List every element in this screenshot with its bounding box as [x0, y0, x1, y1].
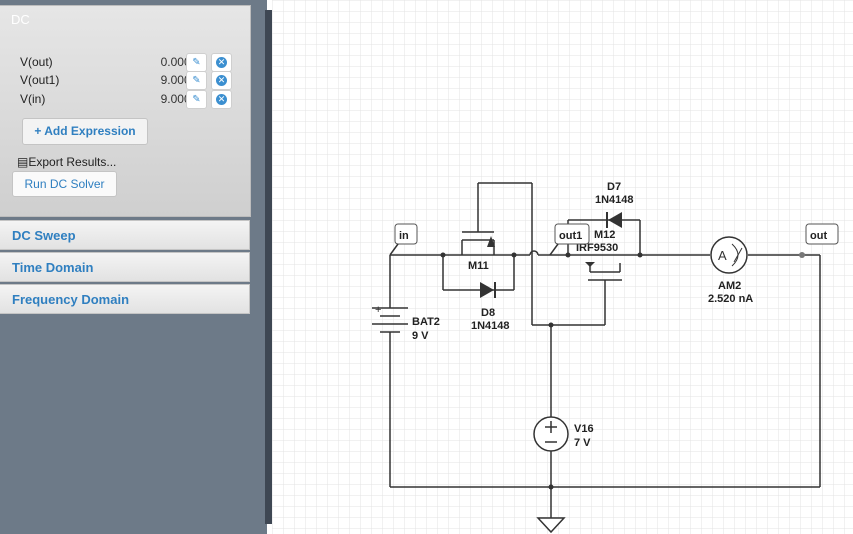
schematic-canvas[interactable]: M11 D8 1N4148 D7 1N4148 M12 IRF9530 A AM…	[272, 0, 853, 534]
expression-name: V(out1)	[20, 73, 60, 87]
expression-row: V(out1) 9.000 V ✎ ✕	[20, 71, 235, 90]
battery-bat2[interactable]: +	[372, 304, 408, 340]
edit-icon[interactable]: ✎	[186, 71, 207, 90]
section-dc-sweep[interactable]: DC Sweep	[0, 220, 250, 250]
panel-splitter[interactable]	[265, 10, 272, 524]
add-expression-label: Add Expression	[44, 124, 136, 138]
delete-icon[interactable]: ✕	[211, 90, 232, 109]
m12-arrow-icon	[585, 262, 595, 267]
plus-icon: +	[375, 304, 381, 316]
grid	[272, 0, 853, 534]
pin-out1-label: out1	[559, 230, 582, 242]
diode-d7[interactable]	[606, 212, 622, 228]
pin-out[interactable]: out	[799, 223, 839, 258]
add-expression-button[interactable]: + Add Expression	[22, 118, 148, 145]
edit-icon[interactable]: ✎	[186, 53, 207, 72]
ammeter-symbol: A	[718, 248, 727, 263]
wires	[389, 182, 821, 518]
ammeter-am2[interactable]: A	[710, 236, 748, 274]
bat2-name: BAT2	[412, 316, 440, 328]
voltage-source-v16[interactable]	[533, 416, 569, 452]
expression-name: V(out)	[20, 55, 53, 69]
v16-value: 7 V	[574, 437, 591, 449]
d8-part: 1N4148	[471, 320, 510, 332]
table-icon: ▤	[17, 155, 29, 169]
am2-name: AM2	[718, 280, 741, 292]
pin-in[interactable]: in	[389, 223, 418, 256]
plus-icon: +	[34, 124, 42, 138]
diode-d8[interactable]	[480, 282, 496, 298]
m12-part: IRF9530	[576, 242, 618, 254]
d7-name: D7	[607, 181, 621, 193]
export-results-link[interactable]: ▤Export Results...	[17, 155, 116, 169]
v16-name: V16	[574, 423, 594, 435]
am2-reading: 2.520 nA	[708, 293, 753, 305]
edit-icon[interactable]: ✎	[186, 90, 207, 109]
d7-part: 1N4148	[595, 194, 634, 206]
pin-out1[interactable]: out1	[549, 223, 590, 256]
expression-row: V(in) 9.000 V ✎ ✕	[20, 90, 235, 109]
bat2-value: 9 V	[412, 330, 429, 342]
m11-name: M11	[468, 260, 489, 272]
panel-title[interactable]: DC	[11, 12, 30, 27]
section-time-domain[interactable]: Time Domain	[0, 252, 250, 282]
dc-panel: DC V(out) 0.000 V ✎ ✕ V(out1) 9.000 V ✎ …	[0, 5, 251, 217]
delete-icon[interactable]: ✕	[211, 53, 232, 72]
ground-icon	[536, 517, 566, 534]
d8-name: D8	[481, 307, 495, 319]
pin-in-label: in	[399, 230, 409, 242]
section-frequency-domain[interactable]: Frequency Domain	[0, 284, 250, 314]
m12-name: M12	[594, 229, 615, 241]
delete-icon[interactable]: ✕	[211, 71, 232, 90]
junction-dots	[440, 252, 643, 490]
pin-out-label: out	[810, 230, 827, 242]
expression-row: V(out) 0.000 V ✎ ✕	[20, 53, 235, 72]
wire-crossing	[529, 250, 539, 256]
export-label: Export Results...	[28, 155, 117, 169]
expression-name: V(in)	[20, 92, 46, 106]
m11-arrow-icon	[487, 236, 495, 247]
run-dc-solver-button[interactable]: Run DC Solver	[12, 171, 117, 197]
